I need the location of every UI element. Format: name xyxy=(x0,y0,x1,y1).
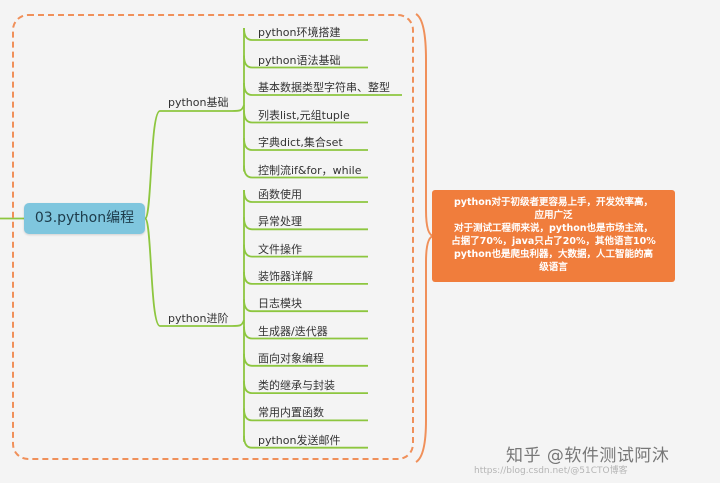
connector-curve xyxy=(243,189,253,203)
root-node[interactable]: 03.python编程 xyxy=(24,203,145,234)
source-credit: https://blog.csdn.net/@51CTO博客 xyxy=(474,466,628,476)
note-line: 级语言 xyxy=(539,262,568,273)
connector-curve xyxy=(144,217,161,327)
leaf-node[interactable]: python语法基础 xyxy=(258,53,341,67)
leaf-node[interactable]: 日志模块 xyxy=(258,297,302,311)
note-line: 应用广泛 xyxy=(534,210,573,221)
connector-curve xyxy=(243,299,253,313)
branch-python-advanced[interactable]: python进阶 xyxy=(168,312,229,325)
dashed-group-frame xyxy=(12,14,414,460)
leaf-node[interactable]: 装饰器详解 xyxy=(258,269,313,283)
connector-lines xyxy=(0,27,402,449)
leaf-node[interactable]: 列表list,元组tuple xyxy=(258,108,350,122)
leaf-node[interactable]: 控制流if&for，while xyxy=(258,163,362,177)
note-line: 对于测试工程师来说，python也是市场主流， xyxy=(453,223,654,234)
connector-curve xyxy=(243,244,253,258)
leaf-node[interactable]: 基本数据类型字符串、整型 xyxy=(258,81,390,94)
connector-curve xyxy=(243,271,253,285)
connector-curve xyxy=(243,381,253,394)
leaf-node[interactable]: 字典dict,集合set xyxy=(258,136,343,149)
note-line: 占据了70%，java只占了20%，其他语言10% xyxy=(451,236,656,247)
connector-curve xyxy=(243,55,253,69)
note-line: python对于初级者更容易上手，开发效率高， xyxy=(453,197,654,208)
connector-curve xyxy=(243,82,253,96)
connector-curve xyxy=(243,408,253,422)
leaf-node[interactable]: 常用内置函数 xyxy=(258,406,324,420)
connector-curve xyxy=(243,165,253,179)
branch-python-basics[interactable]: python基础 xyxy=(168,96,229,109)
connector-curve xyxy=(243,137,253,151)
leaf-node[interactable]: 异常处理 xyxy=(258,215,302,229)
connector-curve xyxy=(243,110,253,124)
leaf-node[interactable]: python环境搭建 xyxy=(258,26,341,39)
leaf-node[interactable]: 文件操作 xyxy=(258,242,302,256)
connector-curve xyxy=(243,435,253,449)
connector-curve xyxy=(243,326,253,340)
note-line: python也是爬虫利器，大数据，人工智能的高 xyxy=(453,249,654,260)
connector-curve xyxy=(231,104,245,112)
connector-curve xyxy=(243,217,253,231)
leaf-node[interactable]: python发送邮件 xyxy=(258,433,341,447)
watermark: 知乎 @软件测试阿沐 xyxy=(506,446,670,466)
leaf-node[interactable]: 函数使用 xyxy=(258,188,302,201)
connector-curve xyxy=(243,353,253,367)
leaf-node[interactable]: 生成器/迭代器 xyxy=(258,324,328,338)
leaf-node[interactable]: 面向对象编程 xyxy=(258,351,324,365)
leaf-node[interactable]: 类的继承与封装 xyxy=(258,379,335,393)
note-box: python对于初级者更容易上手，开发效率高， 应用广泛 对于测试工程师来说，p… xyxy=(432,190,675,282)
connector-curve xyxy=(231,319,245,327)
connector-curve xyxy=(144,110,161,220)
connector-curve xyxy=(243,27,253,41)
